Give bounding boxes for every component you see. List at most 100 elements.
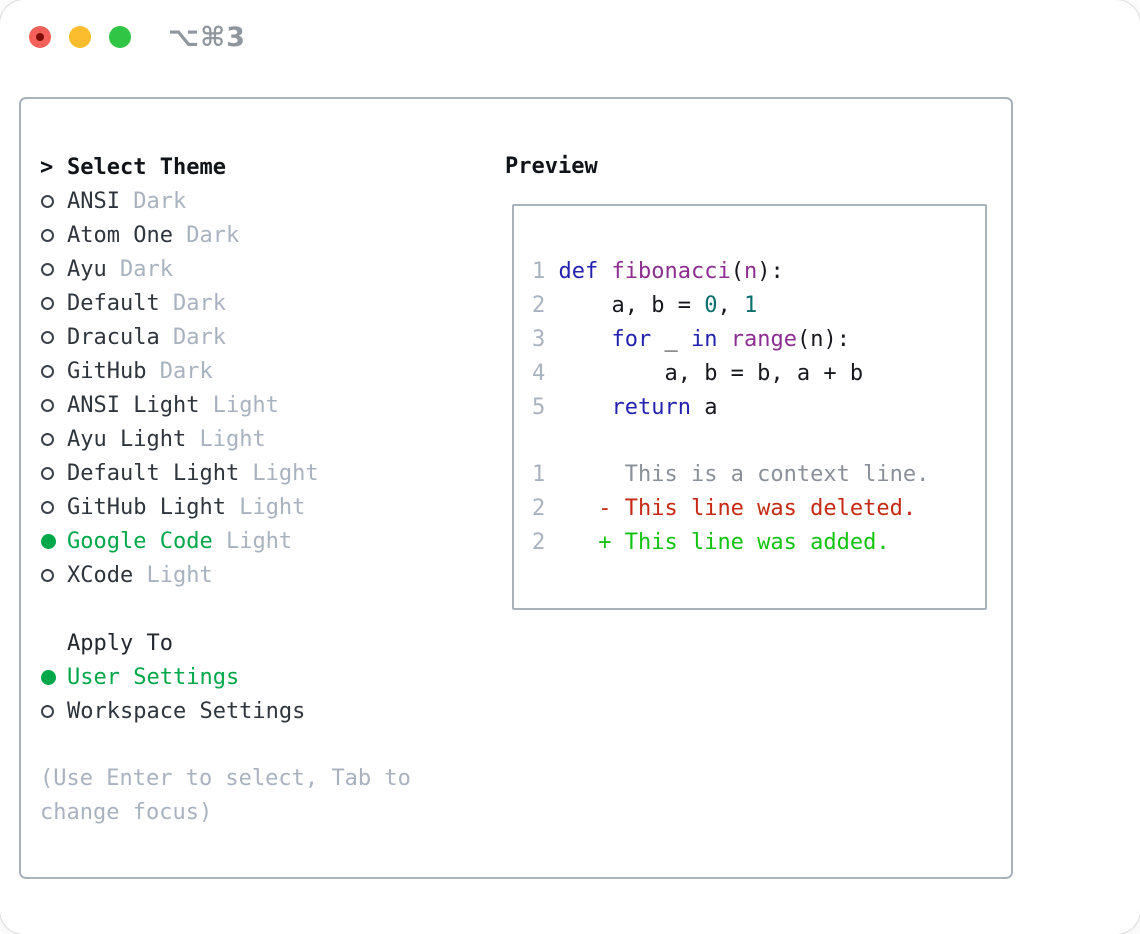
theme-item[interactable]: Default Light Light [40,456,432,490]
item-label: Default [67,290,160,316]
select-theme-header: > Select Theme [40,150,432,184]
item-variant-label: Light [225,494,306,520]
titlebar: ⌥⌘3 [0,0,1140,74]
diff-line: 2 - This line was deleted. [532,492,985,526]
preview-column: Preview 1 def fibonacci(n):2 a, b = 0, 1… [505,150,987,610]
line-number: 1 [532,259,559,284]
line-number: 2 [532,530,599,555]
section-gap [40,592,432,626]
theme-item[interactable]: XCode Light [40,558,432,592]
code-token [559,395,612,420]
radio-icon [41,398,54,412]
code-line: 2 a, b = 0, 1 [532,289,985,323]
code-token: n [743,259,758,284]
item-variant-label: Light [186,426,266,452]
item-variant-label: Light [212,528,293,554]
theme-item[interactable]: Ayu Light Light [40,422,432,456]
code-token: def [558,259,612,284]
theme-item[interactable]: Atom One Dark [40,218,432,252]
item-variant-label: Dark [106,256,173,282]
item-label: ANSI [67,188,120,214]
theme-item[interactable]: Default Dark [40,286,432,320]
traffic-lights [29,26,131,48]
code-token: for [611,327,652,352]
apply-to-header: Apply To [40,626,432,660]
code-token: 0 [704,293,718,318]
code-token: a [690,395,718,420]
radio-selected-icon [41,669,56,685]
code-token: return [611,395,691,420]
theme-item[interactable]: ANSI Light Light [40,388,432,422]
code-token: fibonacci [611,259,731,284]
apply-to-option[interactable]: User Settings [40,660,432,694]
code-token: 1 [743,293,758,318]
item-variant-label: Dark [119,188,187,214]
diff-line: 1 This is a context line. [532,458,985,492]
line-number: 4 [532,361,559,386]
zoom-button-icon[interactable] [109,26,131,48]
item-variant-label: Dark [172,222,240,248]
theme-item[interactable]: Google Code Light [40,524,432,558]
item-variant-label: Light [133,562,213,588]
item-label: Workspace Settings [67,698,306,724]
item-label: XCode [67,562,134,588]
line-number: 5 [532,395,559,420]
close-button-icon[interactable] [29,26,51,48]
apply-to-option[interactable]: Workspace Settings [40,694,432,728]
line-number: 1 [532,462,599,487]
radio-selected-icon [41,533,56,549]
theme-item[interactable]: GitHub Dark [40,354,432,388]
item-label: Google Code [67,528,213,554]
line-number: 2 [532,293,559,318]
minimize-button-icon[interactable] [69,26,91,48]
code-token: a, b = [558,293,705,318]
help-text: (Use Enter to select, Tab to change focu… [40,766,411,825]
window-title: ⌥⌘3 [168,22,246,53]
radio-icon [41,364,54,378]
code-token: _ [651,327,691,352]
code-token: (n): [796,327,850,352]
radio-icon [41,500,54,514]
item-label: Ayu Light [67,426,187,452]
code-line: 1 def fibonacci(n): [532,255,985,289]
radio-icon [41,262,54,276]
cursor-icon: > [40,154,54,180]
item-label: Dracula [67,324,160,350]
radio-icon [41,296,54,310]
code-token: ( [730,259,744,284]
diff-text: + This line was added. [598,530,890,555]
apply-to-title: Apply To [67,630,173,656]
item-label: Ayu [67,256,107,282]
code-line: 3 for _ in range(n): [532,323,985,357]
diff-text: - This line was deleted. [598,496,917,521]
theme-item[interactable]: ANSI Dark [40,184,432,218]
code-token: a, b = b, a + b [558,361,864,386]
diff-line: 2 + This line was added. [532,526,985,560]
theme-item[interactable]: GitHub Light Light [40,490,432,524]
code-token [559,327,612,352]
diff-text: This is a context line. [598,462,930,487]
radio-icon [41,568,54,582]
code-token: , [717,293,744,318]
item-label: GitHub [67,358,147,384]
item-label: User Settings [67,664,240,690]
theme-item[interactable]: Ayu Dark [40,252,432,286]
line-number: 2 [532,496,599,521]
diff-sample: 1 This is a context line.2 - This line w… [532,458,985,560]
code-token: ): [757,259,784,284]
section-gap [40,728,432,762]
theme-item[interactable]: Dracula Dark [40,320,432,354]
preview-title: Preview [505,154,598,179]
item-variant-label: Light [239,460,319,486]
item-label: GitHub Light [67,494,226,520]
code-token: in [690,327,718,352]
code-line: 5 return a [532,391,985,425]
item-label: Atom One [67,222,173,248]
